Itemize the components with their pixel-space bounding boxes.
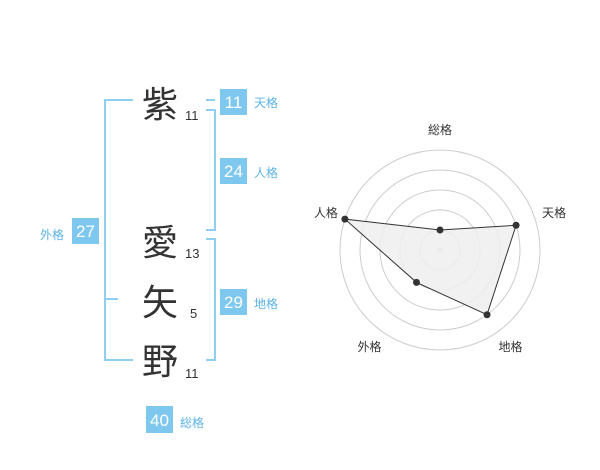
radar-axis-label: 地格 [499,339,523,354]
jinkaku-bracket [206,109,216,231]
radar-axis-label: 天格 [542,205,566,220]
radar-axis-label: 人格 [314,205,338,220]
radar-point [412,278,420,286]
radar-ring [359,169,521,331]
soukaku-value: 40 [150,411,169,430]
gaikaku-box: 27 外格 [40,218,99,244]
radar-axis-label: 外格 [357,339,381,354]
chikaku-value: 29 [224,293,243,312]
gaikaku-label: 外格 [40,227,64,242]
radar-ring [339,149,541,351]
name-char-2: 愛 [142,223,178,264]
radar-polygon [343,218,517,316]
name-char-1: 紫 [142,85,178,126]
chikaku-box: 29 地格 [220,289,278,315]
radar-point [341,215,349,223]
tenkaku-box: 11 天格 [220,89,278,115]
radar-point [436,226,444,234]
gaikaku-bracket [104,99,133,361]
jinkaku-value: 24 [224,162,243,181]
soukaku-label: 総格 [180,415,204,430]
jinkaku-label: 人格 [254,165,278,180]
name-char-3-strokes: 5 [190,306,197,321]
brackets [104,99,216,361]
tenkaku-value: 11 [225,93,243,112]
tenkaku-label: 天格 [254,95,278,110]
soukaku-box: 40 総格 [146,406,204,433]
name-characters: 紫 11 愛 13 矢 5 野 11 [142,85,199,383]
gaikaku-value: 27 [76,222,95,241]
jinkaku-box: 24 人格 [220,158,278,184]
radar-point [512,221,520,229]
name-char-2-strokes: 13 [185,246,199,261]
name-char-3: 矢 [142,283,178,324]
name-char-1-strokes: 11 [185,108,199,123]
name-char-4-strokes: 11 [185,366,199,381]
radar-axis-label: 総格 [428,122,452,137]
radar-points [341,215,520,319]
chikaku-bracket [206,238,216,361]
radar-point [483,311,491,319]
chikaku-label: 地格 [254,296,278,311]
name-char-4: 野 [142,342,178,383]
